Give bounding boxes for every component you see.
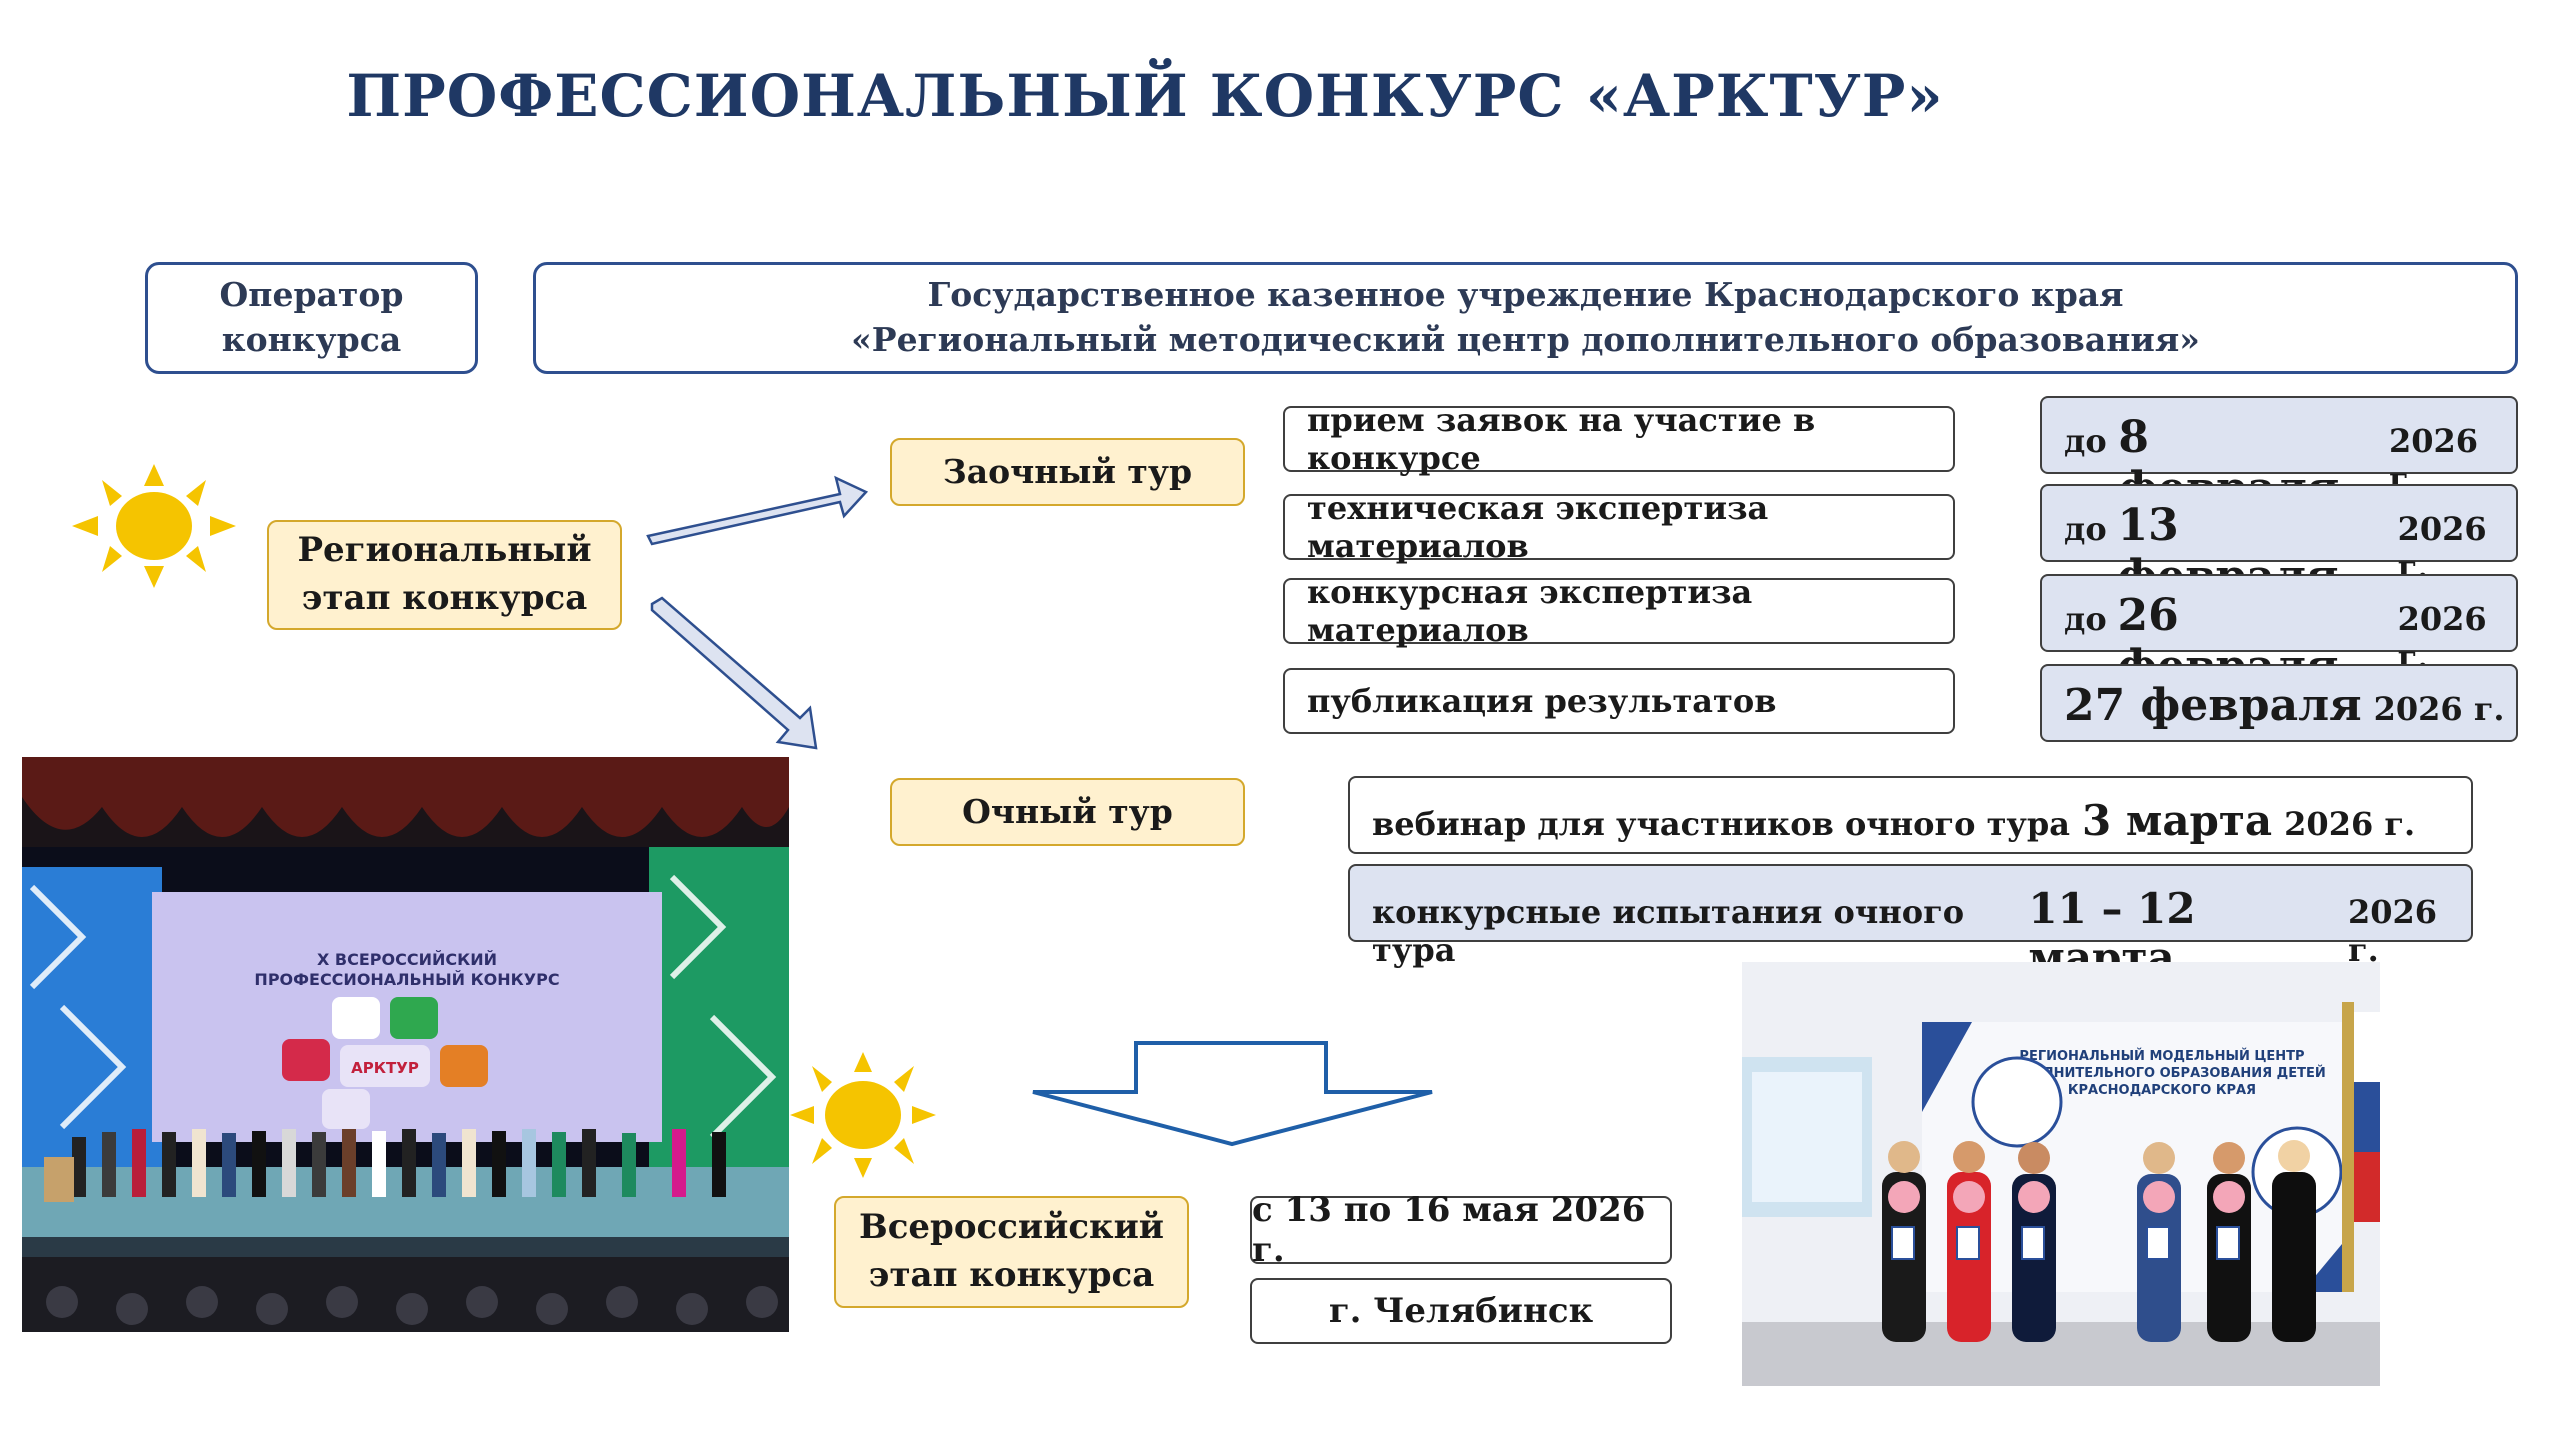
ochny-item-2: конкурсные испытания очного тура 11 – 12… <box>1348 864 2473 982</box>
ceremony-photo: Х ВСЕРОССИЙСКИЙ ПРОФЕССИОНАЛЬНЫЙ КОНКУРС… <box>22 757 789 1332</box>
zaochny-label: Заочный тур <box>942 451 1193 491</box>
operator-name-line1: Государственное казенное учреждение Крас… <box>927 275 2124 315</box>
zaochny-date-2: до 13 февраля 2026 г. <box>2040 484 2518 602</box>
allrussian-stage-box: Всероссийский этап конкурса <box>834 1196 1189 1308</box>
banner-line2: ДОПОЛНИТЕЛЬНОГО ОБРАЗОВАНИЯ ДЕТЕЙ <box>1998 1065 2326 1081</box>
operator-label-line1: Оператор <box>219 275 404 315</box>
arrow-right-icon <box>646 475 869 546</box>
awards-photo: РЕГИОНАЛЬНЫЙ МОДЕЛЬНЫЙ ЦЕНТР ДОПОЛНИТЕЛЬ… <box>1742 962 2380 1386</box>
zaochny-step-2: техническая экспертиза материалов <box>1283 489 1955 565</box>
allrussian-line1: Всероссийский <box>858 1207 1165 1248</box>
page-title: ПРОФЕССИОНАЛЬНЫЙ КОНКУРС «АРКТУР» <box>346 62 1944 130</box>
banner-line3: КРАСНОДАРСКОГО КРАЯ <box>2068 1083 2256 1098</box>
allrussian-city: г. Челябинск <box>1250 1278 1672 1344</box>
arktur-logo-icon: АРКТУР <box>282 997 488 1129</box>
stage-title-line1: Х ВСЕРОССИЙСКИЙ <box>317 950 497 969</box>
arrow-down-icon <box>1032 1041 1433 1147</box>
allrussian-line2: этап конкурса <box>868 1255 1155 1295</box>
regional-stage-box: Региональный этап конкурса <box>267 520 622 630</box>
zaochny-step-1: прием заявок на участие в конкурсе <box>1283 401 1955 477</box>
zaochny-step-4: публикация результатов <box>1283 668 1955 734</box>
operator-name-line2: «Региональный методический центр дополни… <box>851 320 2200 359</box>
regional-line1: Региональный <box>297 530 592 571</box>
operator-label-box: Оператор конкурса <box>145 262 478 374</box>
zaochny-tour-box: Заочный тур <box>890 438 1245 506</box>
arktur-logo-text: АРКТУР <box>351 1059 419 1077</box>
banner-line1: РЕГИОНАЛЬНЫЙ МОДЕЛЬНЫЙ ЦЕНТР <box>2019 1048 2304 1064</box>
arrow-down-right-icon <box>650 596 818 750</box>
zaochny-date-4: 27 февраля 2026 г. <box>2040 664 2518 742</box>
stage-title-line2: ПРОФЕССИОНАЛЬНЫЙ КОНКУРС <box>254 970 559 989</box>
ochny-label: Очный тур <box>962 791 1173 831</box>
zaochny-step-3: конкурсная экспертиза материалов <box>1283 573 1955 649</box>
ochny-tour-box: Очный тур <box>890 778 1245 846</box>
zaochny-date-1: до 8 февраля 2026 г. <box>2040 396 2518 514</box>
operator-name-box: Государственное казенное учреждение Крас… <box>533 262 2518 374</box>
allrussian-dates: с 13 по 16 мая 2026 г. <box>1250 1190 1672 1270</box>
sun-icon <box>72 464 236 588</box>
sun-icon <box>790 1052 936 1178</box>
zaochny-date-3: до 26 февраля 2026 г. <box>2040 574 2518 692</box>
ochny-item-1: вебинар для участников очного тура 3 мар… <box>1348 776 2473 854</box>
operator-label-line2: конкурса <box>221 320 402 359</box>
regional-line2: этап конкурса <box>301 578 588 618</box>
